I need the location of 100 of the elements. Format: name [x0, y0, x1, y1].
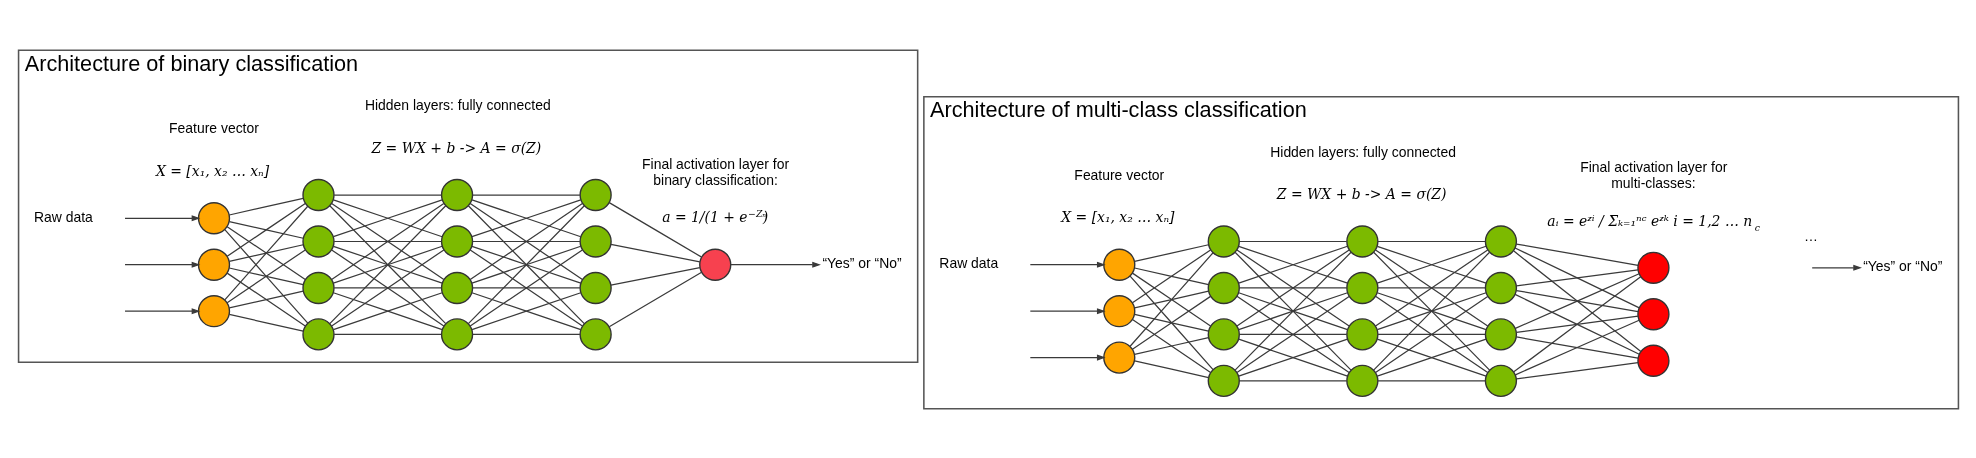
arrow	[729, 261, 821, 268]
connector	[1237, 245, 1348, 284]
connector	[1513, 246, 1640, 308]
connector	[228, 290, 304, 308]
node-circle	[1484, 271, 1517, 304]
node-circle	[578, 317, 612, 351]
connector	[1372, 251, 1490, 371]
connector	[1376, 333, 1486, 335]
connector	[333, 193, 442, 196]
node-circle	[1207, 271, 1240, 304]
connector	[1133, 359, 1209, 378]
connector	[330, 248, 444, 327]
connector	[332, 245, 443, 284]
connector	[223, 205, 308, 300]
connector	[1512, 249, 1641, 352]
connector	[1376, 245, 1487, 284]
connector	[1376, 291, 1487, 330]
connector	[228, 266, 304, 285]
arrow	[1029, 354, 1106, 361]
label: Feature vector	[1073, 166, 1164, 183]
node-text: “Yes” or “No”	[821, 254, 902, 271]
arrow	[123, 261, 200, 268]
node-circle	[1636, 344, 1670, 377]
connector	[226, 272, 306, 327]
arrow	[1811, 264, 1862, 271]
label: Raw data	[33, 208, 93, 225]
connector	[1513, 293, 1640, 355]
node-circle	[301, 178, 335, 211]
connector	[228, 243, 304, 262]
connector	[1512, 275, 1641, 372]
connector	[223, 228, 308, 324]
connector	[1376, 286, 1486, 289]
connector	[1374, 295, 1488, 373]
connector	[608, 201, 702, 258]
connector	[470, 198, 581, 237]
node-circle	[1484, 364, 1517, 397]
connector	[1515, 335, 1639, 359]
node-circle	[440, 317, 473, 351]
connector	[1376, 338, 1487, 377]
connector	[1129, 274, 1214, 370]
connector	[609, 266, 700, 286]
connector	[1131, 318, 1211, 373]
connector	[1133, 336, 1209, 355]
node-circle	[1102, 340, 1135, 374]
node-circle	[578, 224, 612, 258]
label: Raw data	[938, 254, 998, 271]
connector	[1133, 313, 1209, 332]
connector	[1237, 291, 1348, 330]
connector	[469, 202, 583, 280]
node-circle	[440, 271, 473, 304]
connector	[1376, 240, 1486, 242]
node-circle	[1484, 224, 1517, 258]
connector	[1515, 361, 1639, 379]
connector	[1238, 286, 1347, 289]
node-circle	[1636, 297, 1670, 330]
connector	[471, 286, 581, 289]
connector	[1515, 289, 1639, 312]
connector	[1129, 251, 1214, 347]
connector	[228, 313, 304, 332]
connector	[1514, 272, 1640, 329]
node-circle	[301, 224, 335, 258]
node-circle	[1345, 224, 1379, 258]
node-circle	[197, 248, 230, 281]
node-circle	[1102, 248, 1135, 281]
connector	[226, 225, 306, 280]
label: Z = WX + b -> A = σ(Z)	[1276, 185, 1446, 202]
connector	[1515, 242, 1639, 266]
connector	[1374, 248, 1488, 327]
connector	[1515, 268, 1639, 287]
connector	[328, 204, 446, 324]
node-circle	[698, 248, 731, 281]
node-circle	[1636, 251, 1670, 284]
arrow	[1029, 261, 1106, 268]
connector	[1238, 240, 1347, 242]
connector	[330, 202, 444, 280]
connector	[333, 286, 442, 289]
arrow	[123, 307, 200, 314]
connector	[471, 240, 581, 242]
connector	[608, 271, 702, 327]
connector	[609, 243, 700, 262]
label: Hidden layers: fully connected	[1269, 143, 1456, 160]
connector	[1514, 319, 1640, 375]
connector	[228, 197, 304, 216]
connector	[1133, 243, 1209, 262]
label: Hidden layers: fully connected	[364, 96, 551, 113]
connector	[470, 245, 581, 284]
connector	[1131, 295, 1211, 350]
connector	[1237, 338, 1348, 377]
node-text: “Yes” or “No”	[1862, 257, 1942, 274]
connector	[1131, 248, 1211, 303]
connector	[1238, 379, 1347, 381]
label: aᵢ = eᶻⁱ / Σₖ₌₁ⁿᶜ eᶻᵏ i = 1,2 … n$_{c}$	[1546, 212, 1760, 233]
label: Final activation layer for binary classification:	[641, 155, 789, 188]
connector	[471, 193, 581, 196]
label: X = [x₁, x₂ … xₙ]	[155, 162, 269, 179]
node-circle	[1345, 364, 1379, 397]
connector	[1131, 272, 1211, 327]
label: Feature vector	[168, 119, 259, 136]
connector	[332, 198, 443, 237]
label: Final activation layer for multi-classes:	[1579, 158, 1727, 191]
